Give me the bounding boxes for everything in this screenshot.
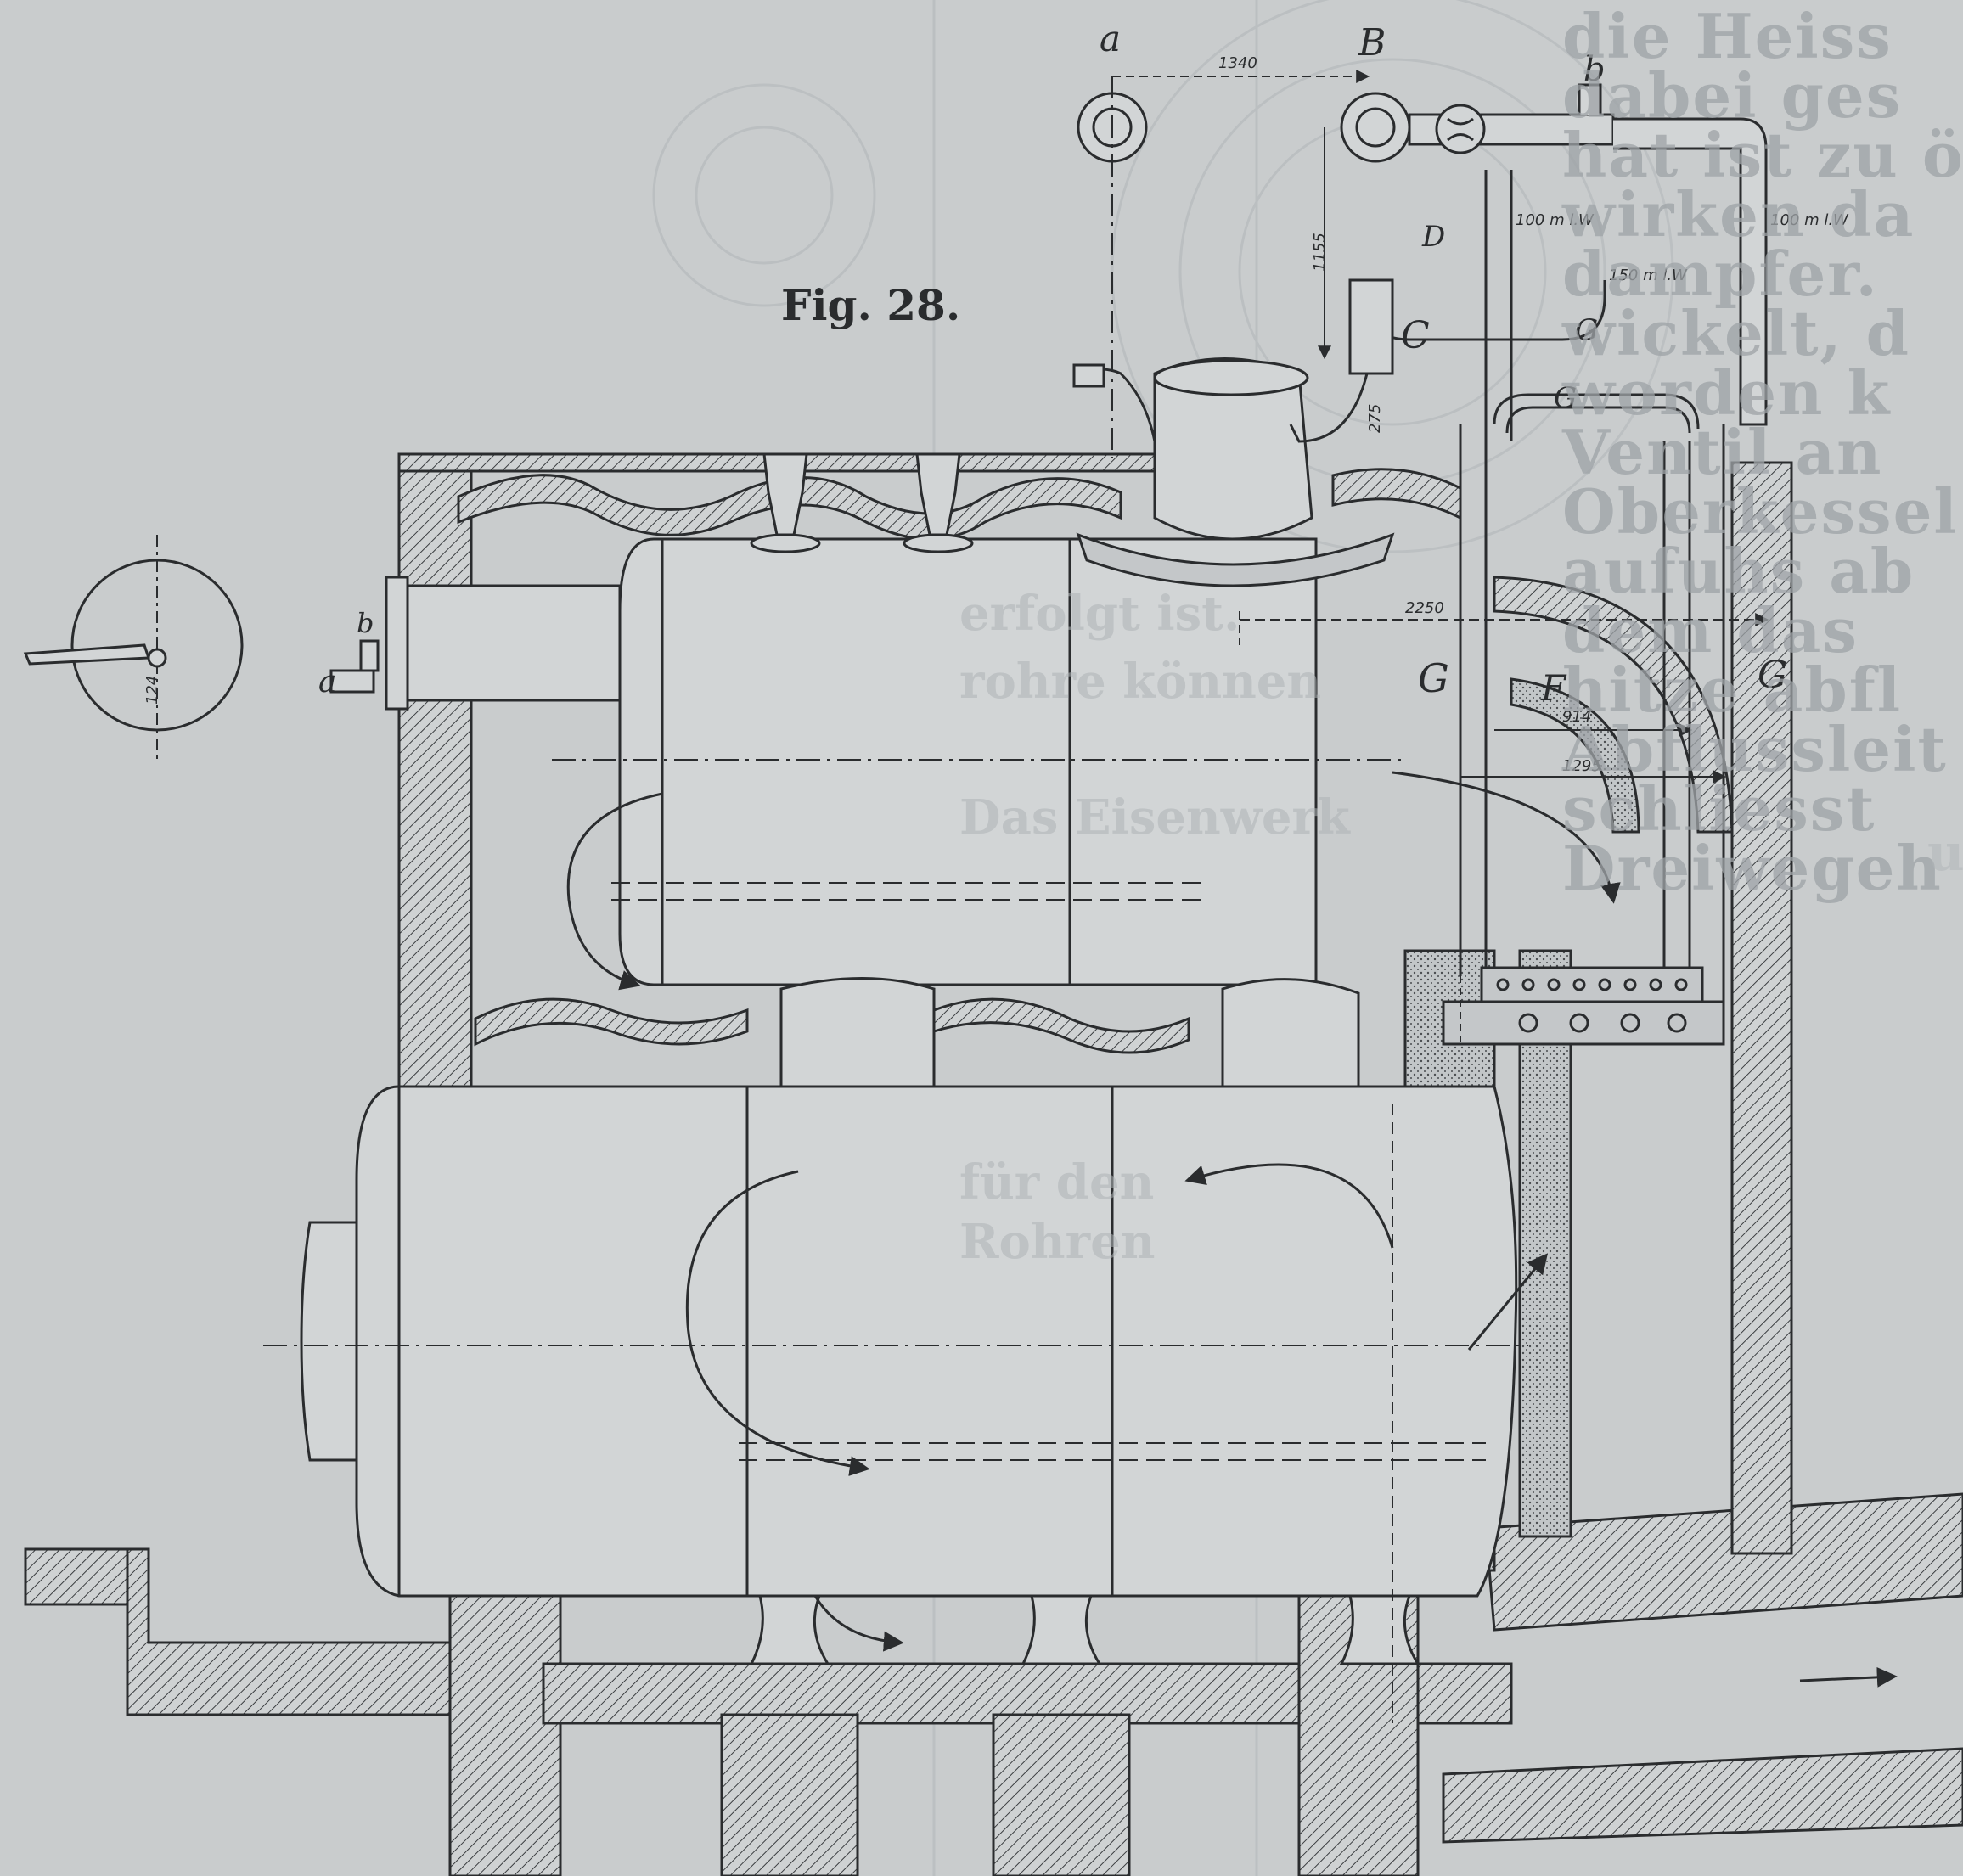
label-b-valve: b (357, 607, 374, 639)
pipe-note-right: 100 m l.W (1770, 211, 1849, 229)
bleed-line: worden k (1562, 357, 1892, 429)
label-b-right: b (1583, 50, 1606, 89)
steam-dome (1072, 357, 1395, 587)
label-g-left: G (1418, 655, 1449, 701)
feed-nozzles (750, 452, 974, 553)
bleed-line: hat ist zu öff (1562, 119, 1963, 191)
dim-span-lower: 2250 (1405, 599, 1444, 617)
bleed-line: aufuhs ab (1562, 535, 1915, 607)
dim-vertical-height: 1155 (1311, 233, 1329, 272)
label-g-inner: G (1554, 381, 1577, 415)
label-d-pipe: D (1421, 220, 1445, 254)
bleed-line: Ventil an (1562, 416, 1883, 488)
superheater-pipework (1077, 83, 1768, 1046)
bleed-line: erfolgt ist. (959, 586, 1240, 642)
dim-valve: 124 (143, 676, 161, 705)
label-a-top: a (1100, 18, 1121, 59)
label-g-small: G (1575, 313, 1598, 347)
dim-914: 914 (1562, 708, 1591, 726)
valve-detail (23, 535, 380, 764)
bleed-line: für den (959, 1154, 1155, 1210)
header-holes (1496, 978, 1688, 1033)
bleed-line: hitze abfl (1562, 654, 1903, 726)
bleed-line: wirken da (1562, 178, 1915, 250)
dim-ab-spacing: 1340 (1218, 54, 1257, 72)
bleed-line: die Heiss (1562, 0, 1893, 72)
foundation (24, 1492, 1963, 1876)
dim-1295: 1295 (1562, 757, 1601, 775)
upper-drum (385, 537, 1401, 986)
bleed-line: Oberkessel (1562, 475, 1959, 548)
bleed-line: rohre können (959, 654, 1322, 710)
dimension-labels: 1340 1155 275 2250 914 1295 124 100 m l.… (143, 54, 1849, 775)
bleed-line: schliesst (1562, 772, 1876, 845)
lower-drum (263, 1085, 1528, 1598)
bleed-line: dampfer. (1562, 238, 1879, 310)
flow-arrows (566, 771, 1898, 1688)
bleed-line: Dreiwegeh (1562, 832, 1943, 904)
bleed-line: dabei ges (1562, 59, 1903, 132)
bleed-line: Abflussleit (1562, 713, 1948, 785)
bleed-line: Rohren (959, 1214, 1156, 1270)
bleed-line: Das Eisenwerk (959, 789, 1350, 845)
label-g-right: G (1758, 654, 1787, 697)
bleed-line: dem das (1562, 594, 1859, 666)
figure-caption: Fig. 28. (781, 280, 961, 330)
bleed-line: ue. (1927, 823, 1963, 883)
pipe-note-left: 100 m l.W (1516, 211, 1595, 229)
pipe-note-mid: 150 m l.W (1609, 267, 1688, 284)
dimension-lines (1111, 70, 1769, 1723)
label-c-top: C (1401, 314, 1430, 357)
label-b-top: B (1358, 21, 1386, 65)
bleed-line: wickelt, d (1562, 297, 1910, 369)
diagram-labels: a B b D C G G G F G a b (318, 18, 1787, 709)
label-f-mid: F (1540, 667, 1567, 709)
dim-small-height: 275 (1366, 404, 1384, 433)
drum-supports (749, 1594, 1420, 1665)
label-a-valve: a (318, 665, 336, 699)
